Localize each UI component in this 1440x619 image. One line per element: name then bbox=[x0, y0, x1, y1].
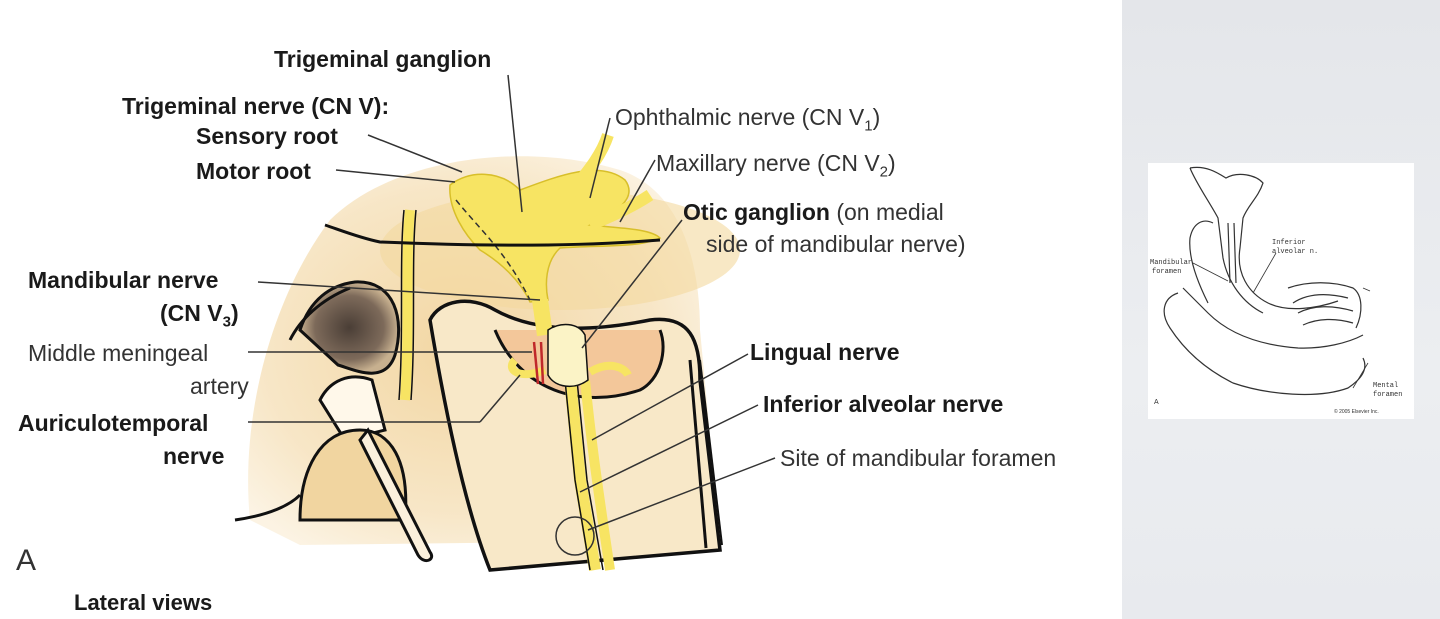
label-auriculotemporal-nerve: nerve bbox=[163, 443, 225, 469]
maxillary-branch bbox=[587, 189, 654, 231]
inferior-alveolar-path bbox=[564, 379, 601, 571]
label-mandibular-cn: (CN V3) bbox=[160, 300, 239, 331]
thumb-label-mandibular-foramen: Mandibular bbox=[1150, 259, 1193, 267]
thumb-panel-letter: A bbox=[1154, 399, 1159, 406]
zygomatic-arch bbox=[234, 493, 302, 522]
panel-letter: A bbox=[16, 544, 37, 577]
label-trigeminal-nerve: Trigeminal nerve (CN V): bbox=[122, 93, 390, 119]
main-figure-panel: Trigeminal ganglion Trigeminal nerve (CN… bbox=[16, 46, 1057, 615]
middle-meningeal-artery bbox=[532, 341, 545, 385]
figure-caption: Lateral views bbox=[74, 590, 213, 615]
label-inferior-alveolar-nerve: Inferior alveolar nerve bbox=[763, 391, 1004, 417]
label-sensory-root: Sensory root bbox=[196, 123, 338, 149]
trigeminal-ganglion-shape bbox=[449, 169, 662, 303]
mandible-thumbnail: Inferior alveolar n. Mandibular foramen … bbox=[1148, 163, 1414, 419]
thumb-label-inferior-alveolar-2: alveolar n. bbox=[1272, 248, 1319, 256]
inferior-alveolar-outline bbox=[564, 379, 604, 571]
thumb-label-mandibular-foramen-2: foramen bbox=[1152, 268, 1182, 276]
label-mandibular-foramen-site: Site of mandibular foramen bbox=[780, 445, 1057, 471]
mandibular-foramen-site bbox=[555, 516, 595, 556]
leader-lines bbox=[248, 74, 776, 531]
label-ophthalmic-nerve: Ophthalmic nerve (CN V1) bbox=[615, 104, 881, 135]
thumb-label-mental-foramen: Mental bbox=[1373, 382, 1399, 390]
cranial-base-line bbox=[324, 223, 661, 247]
posterior-ramus-line bbox=[688, 359, 708, 549]
mandibular-trunk bbox=[532, 298, 553, 337]
label-middle-meningeal: Middle meningeal bbox=[28, 340, 209, 366]
chorda-branch bbox=[587, 361, 632, 378]
label-trigeminal-ganglion: Trigeminal ganglion bbox=[274, 46, 492, 72]
mandible-thumbnail-drawing bbox=[1163, 166, 1371, 395]
thumb-copyright: © 2005 Elsevier Inc. bbox=[1334, 409, 1379, 415]
facial-vertical-nerve bbox=[400, 209, 415, 401]
label-lingual-nerve: Lingual nerve bbox=[750, 339, 900, 365]
label-motor-root: Motor root bbox=[196, 158, 311, 184]
label-otic-ganglion-note: side of mandibular nerve) bbox=[706, 231, 966, 257]
facial-vertical-outline bbox=[398, 209, 417, 401]
styloid-process bbox=[358, 427, 433, 563]
anatomy-illustration bbox=[234, 74, 776, 572]
label-middle-meningeal-artery: artery bbox=[190, 373, 249, 399]
label-maxillary-nerve: Maxillary nerve (CN V2) bbox=[656, 150, 896, 181]
condyle-fossa bbox=[298, 280, 401, 375]
thumb-label-inferior-alveolar: Inferior bbox=[1272, 239, 1306, 247]
label-auriculotemporal: Auriculotemporal bbox=[18, 410, 209, 436]
posterior-ramus-line-2 bbox=[699, 359, 723, 546]
label-otic-ganglion: Otic ganglion (on medial bbox=[683, 199, 944, 225]
ophthalmic-branch bbox=[560, 132, 614, 204]
motor-root-dashed bbox=[455, 199, 531, 301]
thumb-label-mental-foramen-2: foramen bbox=[1373, 391, 1403, 399]
auriculotemporal-path bbox=[507, 357, 547, 379]
articular-tubercle bbox=[318, 375, 387, 442]
lingual-path bbox=[580, 379, 615, 571]
label-mandibular-nerve: Mandibular nerve bbox=[28, 267, 219, 293]
zygomatic-outline bbox=[288, 286, 351, 341]
otic-ganglion-cluster bbox=[547, 323, 589, 387]
